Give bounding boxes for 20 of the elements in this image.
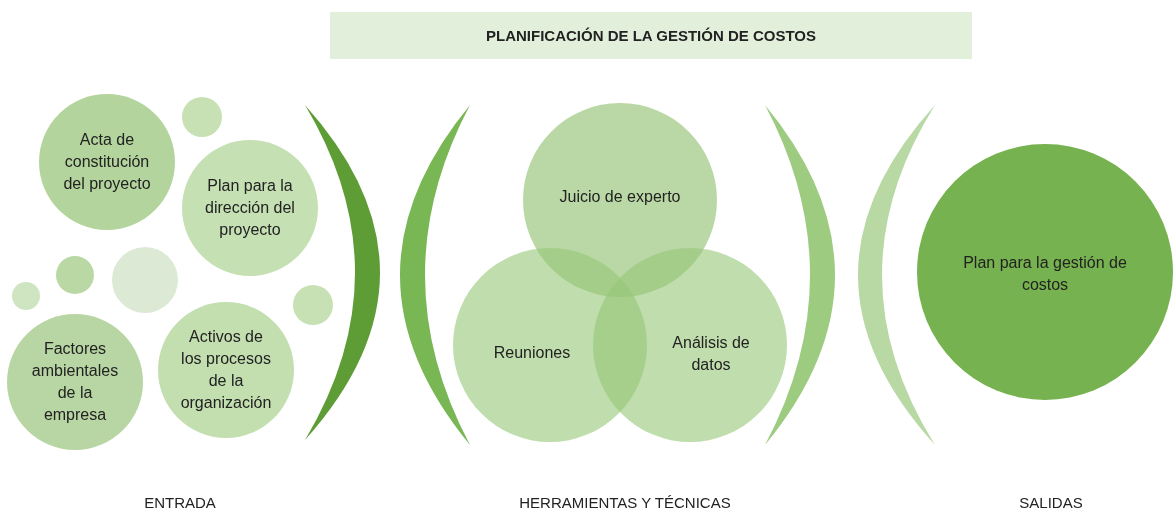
node-label: Activos de los procesos de la organización — [179, 327, 273, 413]
column-label: ENTRADA — [144, 493, 216, 510]
node-label: Juicio de experto — [558, 187, 682, 207]
node-label: Plan para la gestión de costos — [962, 253, 1128, 295]
decorative-circle — [182, 97, 222, 137]
bracket-shape — [305, 105, 380, 440]
bracket-shape — [858, 105, 935, 445]
node-label: Factores ambientales de la empresa — [30, 339, 120, 425]
node-label: Acta de constitución del proyecto — [62, 130, 152, 194]
decorative-circle — [293, 285, 333, 325]
bracket-shape — [765, 105, 835, 445]
bracket-shape — [400, 105, 470, 445]
node-label: Plan para la dirección del proyecto — [204, 176, 296, 240]
column-label: SALIDAS — [1019, 493, 1083, 510]
decorative-circle — [12, 282, 40, 310]
column-label: HERRAMIENTAS Y TÉCNICAS — [519, 493, 731, 510]
node-label: Reuniones — [492, 343, 572, 363]
decorative-circle — [56, 256, 94, 294]
title-banner: PLANIFICACIÓN DE LA GESTIÓN DE COSTOS — [330, 12, 972, 59]
node-label: Análisis de datos — [671, 333, 751, 375]
